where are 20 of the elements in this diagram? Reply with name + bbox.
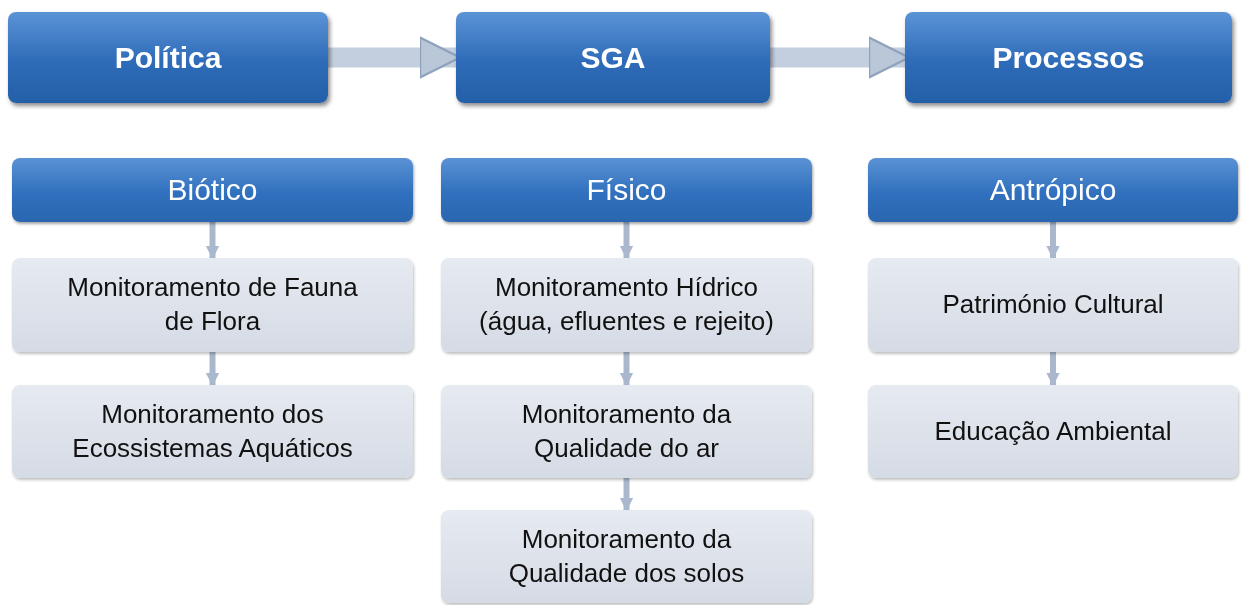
title-box: SGA (456, 12, 770, 103)
arrow (1046, 222, 1060, 260)
item-box: Monitoramento da Qualidade do ar (441, 385, 812, 478)
title-box: Política (8, 12, 328, 103)
item-box: Monitoramento da Qualidade dos solos (441, 510, 812, 603)
category-box: Físico (441, 158, 812, 222)
arrow (205, 352, 220, 387)
arrow (619, 478, 634, 512)
item-box: Educação Ambiental (868, 385, 1238, 478)
item-box: Património Cultural (868, 258, 1238, 352)
arrow (619, 352, 634, 387)
title-box: Processos (905, 12, 1232, 103)
arrow (205, 222, 220, 260)
item-box: Monitoramento de Fauna de Flora (12, 258, 413, 352)
category-box: Biótico (12, 158, 413, 222)
item-box: Monitoramento dos Ecossistemas Aquáticos (12, 385, 413, 478)
item-box: Monitoramento Hídrico (água, efluentes e rejeito) (441, 258, 812, 352)
arrow (619, 222, 634, 260)
arrow (1046, 352, 1060, 387)
category-box: Antrópico (868, 158, 1238, 222)
